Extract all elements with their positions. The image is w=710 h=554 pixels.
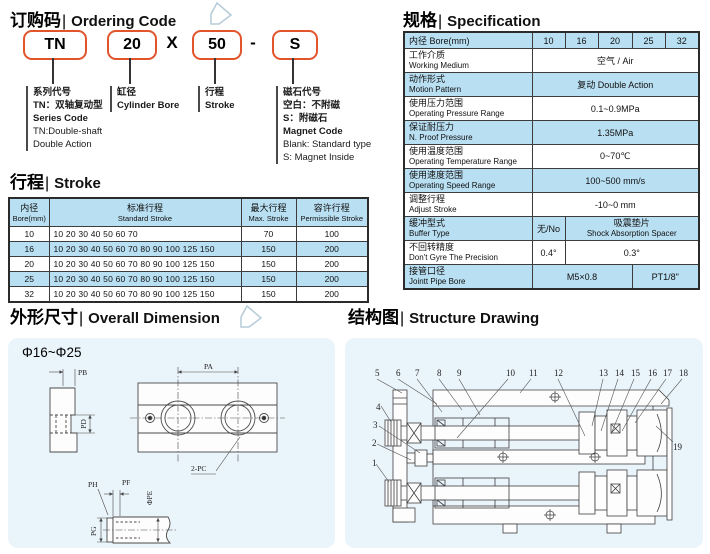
callout-label: 10 <box>506 368 516 378</box>
bore-range-label: Φ16~Φ25 <box>22 345 82 360</box>
callout-label: 14 <box>615 368 625 378</box>
cylinder-bore-legend: 缸径 Cylinder Bore <box>110 86 179 112</box>
specification-title: 规格|Specification <box>403 11 541 30</box>
dim-label: ΦPE <box>145 490 154 505</box>
table-row: 25 10 20 30 40 50 60 70 80 90 100 125 15… <box>8 271 369 287</box>
code-box-magnet: S <box>272 30 318 60</box>
code-box-stroke: 50 <box>192 30 242 60</box>
dim-label: PA <box>204 362 213 371</box>
callout-label: 2 <box>372 438 377 448</box>
tick-line <box>292 58 294 84</box>
callout-label: 5 <box>375 368 380 378</box>
overall-dimension-panel: Φ16~Φ25 <box>8 338 335 548</box>
dim-label: PH <box>88 480 98 489</box>
callout-label: 17 <box>663 368 673 378</box>
ordering-code-title: 订购码|Ordering Code <box>10 11 177 30</box>
tick-line <box>214 58 216 84</box>
table-row: 内径 Bore(mm) 10 16 20 25 32 <box>403 31 700 49</box>
structure-drawing-panel: 5 6 7 8 9 10 11 12 13 14 15 16 17 18 4 3… <box>345 338 703 548</box>
code-box-series: TN <box>23 30 87 60</box>
table-row: 16 10 20 30 40 50 60 70 80 90 100 125 15… <box>8 241 369 257</box>
overall-dimension-drawing: PB PA PD 2-PC PH PF ΦPE PG <box>49 362 285 544</box>
callout-label: 9 <box>457 368 462 378</box>
series-code-legend: 系列代号 TN：双轴复动型 Series Code TN:Double-shaf… <box>26 86 103 151</box>
callout-label: 16 <box>648 368 658 378</box>
table-row: 32 10 20 30 40 50 60 70 80 90 100 125 15… <box>8 286 369 303</box>
callout-label: 19 <box>673 442 683 452</box>
corner-arrow-icon <box>240 305 263 328</box>
callout-label: 1 <box>372 458 377 468</box>
dim-label: 2-PC <box>191 464 206 473</box>
table-row: 10 10 20 30 40 50 60 70 70 100 <box>8 226 369 242</box>
tick-line <box>52 58 54 84</box>
stroke-title: 行程|Stroke <box>10 173 101 192</box>
tick-line <box>129 58 131 84</box>
dim-label: PB <box>78 368 87 377</box>
stroke-legend: 行程 Stroke <box>198 86 235 112</box>
callout-label: 12 <box>554 368 563 378</box>
structure-drawing-title: 结构图|Structure Drawing <box>348 308 540 327</box>
dim-label: PG <box>89 526 98 536</box>
code-box-bore: 20 <box>107 30 157 60</box>
callout-label: 7 <box>415 368 420 378</box>
callout-label: 11 <box>529 368 538 378</box>
dim-label: PF <box>122 478 130 487</box>
table-row: 20 10 20 30 40 50 60 70 80 90 100 125 15… <box>8 256 369 272</box>
structure-drawing: 5 6 7 8 9 10 11 12 13 14 15 16 17 18 4 3… <box>372 368 689 534</box>
dim-label: PD <box>79 419 88 429</box>
corner-arrow-icon <box>210 2 233 25</box>
callout-label: 13 <box>599 368 609 378</box>
code-separator-x: X <box>166 33 178 52</box>
magnet-code-legend: 磁石代号 空白：不附磁 S：附磁石 Magnet Code Blank: Sta… <box>276 86 371 164</box>
callout-label: 6 <box>396 368 401 378</box>
callout-label: 4 <box>376 402 381 412</box>
callout-label: 18 <box>679 368 689 378</box>
callout-label: 15 <box>631 368 641 378</box>
code-separator-dash: - <box>250 33 256 52</box>
overall-dimension-title: 外形尺寸|Overall Dimension <box>10 308 220 327</box>
callout-label: 8 <box>437 368 442 378</box>
callout-label: 3 <box>373 420 378 430</box>
